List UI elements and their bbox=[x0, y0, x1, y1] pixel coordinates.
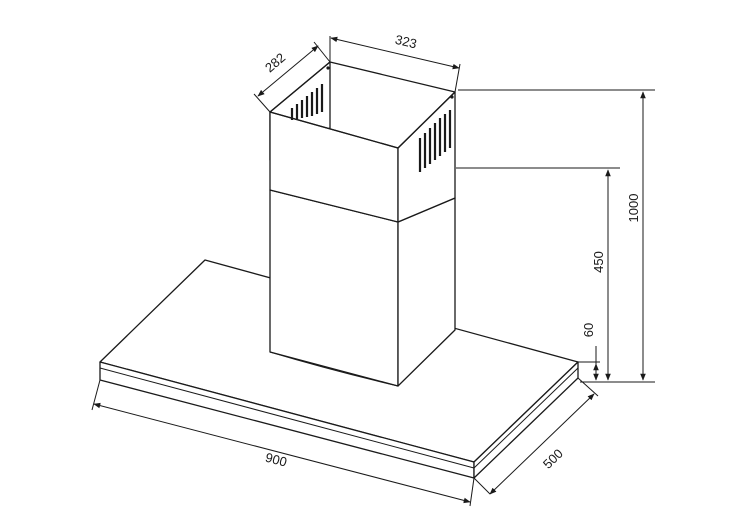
lower-height-label: 450 bbox=[591, 251, 606, 273]
dimension-total-height: 1000 bbox=[458, 89, 655, 383]
dimension-total-width: 900 bbox=[91, 379, 475, 507]
hood-depth-label: 500 bbox=[540, 446, 566, 472]
lower-chimney bbox=[269, 189, 456, 387]
total-height-label: 1000 bbox=[626, 194, 641, 223]
dimension-chimney-width: 323 bbox=[329, 32, 461, 93]
lower-chimney-front-face bbox=[269, 189, 399, 387]
lower-chimney-base-curve bbox=[269, 351, 399, 387]
chimney-depth-label: 282 bbox=[262, 50, 288, 75]
total-width-label: 900 bbox=[264, 450, 289, 470]
screw-icon bbox=[326, 66, 330, 70]
canopy-thickness-label: 60 bbox=[581, 323, 596, 337]
upper-chimney bbox=[269, 61, 456, 223]
side-vent-grille bbox=[418, 110, 452, 172]
chimney-width-label: 323 bbox=[394, 32, 419, 51]
dimension-lower-height: 450 bbox=[456, 167, 620, 381]
dimension-canopy-thickness: 60 bbox=[578, 323, 600, 381]
screw-icon bbox=[450, 95, 454, 99]
